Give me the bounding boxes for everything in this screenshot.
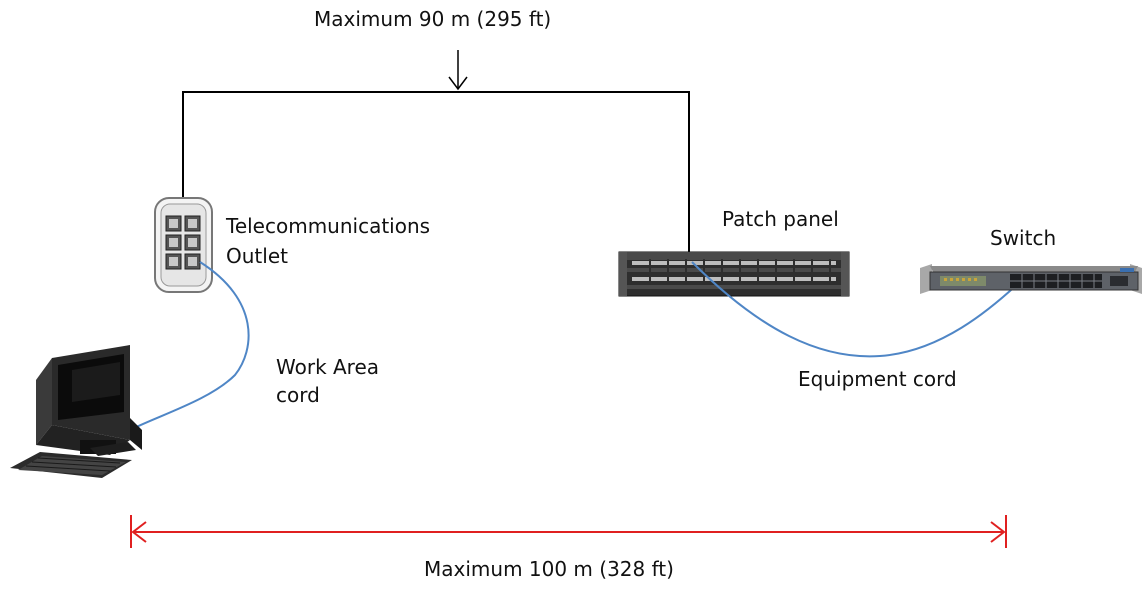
patch-panel-icon xyxy=(618,251,850,297)
left-arrowhead-icon xyxy=(131,521,147,543)
down-arrow-icon xyxy=(448,50,468,91)
channel-dimension-line xyxy=(130,515,1007,548)
switch-icon xyxy=(920,264,1142,294)
outlet-label-line1: Telecommunications xyxy=(226,214,431,238)
patch-panel-label: Patch panel xyxy=(722,207,839,231)
permanent-link-line xyxy=(182,91,690,258)
telecom-outlet-icon xyxy=(154,197,213,293)
computer-icon xyxy=(10,345,142,478)
equipment-cord-label: Equipment cord xyxy=(798,367,957,391)
max-100m-label: Maximum 100 m (328 ft) xyxy=(424,557,674,581)
equipment-cord xyxy=(691,261,1023,358)
outlet-label-line2: Outlet xyxy=(226,244,288,268)
switch-label: Switch xyxy=(990,226,1057,250)
work-area-label-line1: Work Area xyxy=(276,355,380,379)
max-90m-label: Maximum 90 m (295 ft) xyxy=(314,7,552,31)
right-arrowhead-icon xyxy=(990,521,1006,543)
work-area-cord xyxy=(129,261,250,431)
work-area-label-line2: cord xyxy=(276,383,320,407)
